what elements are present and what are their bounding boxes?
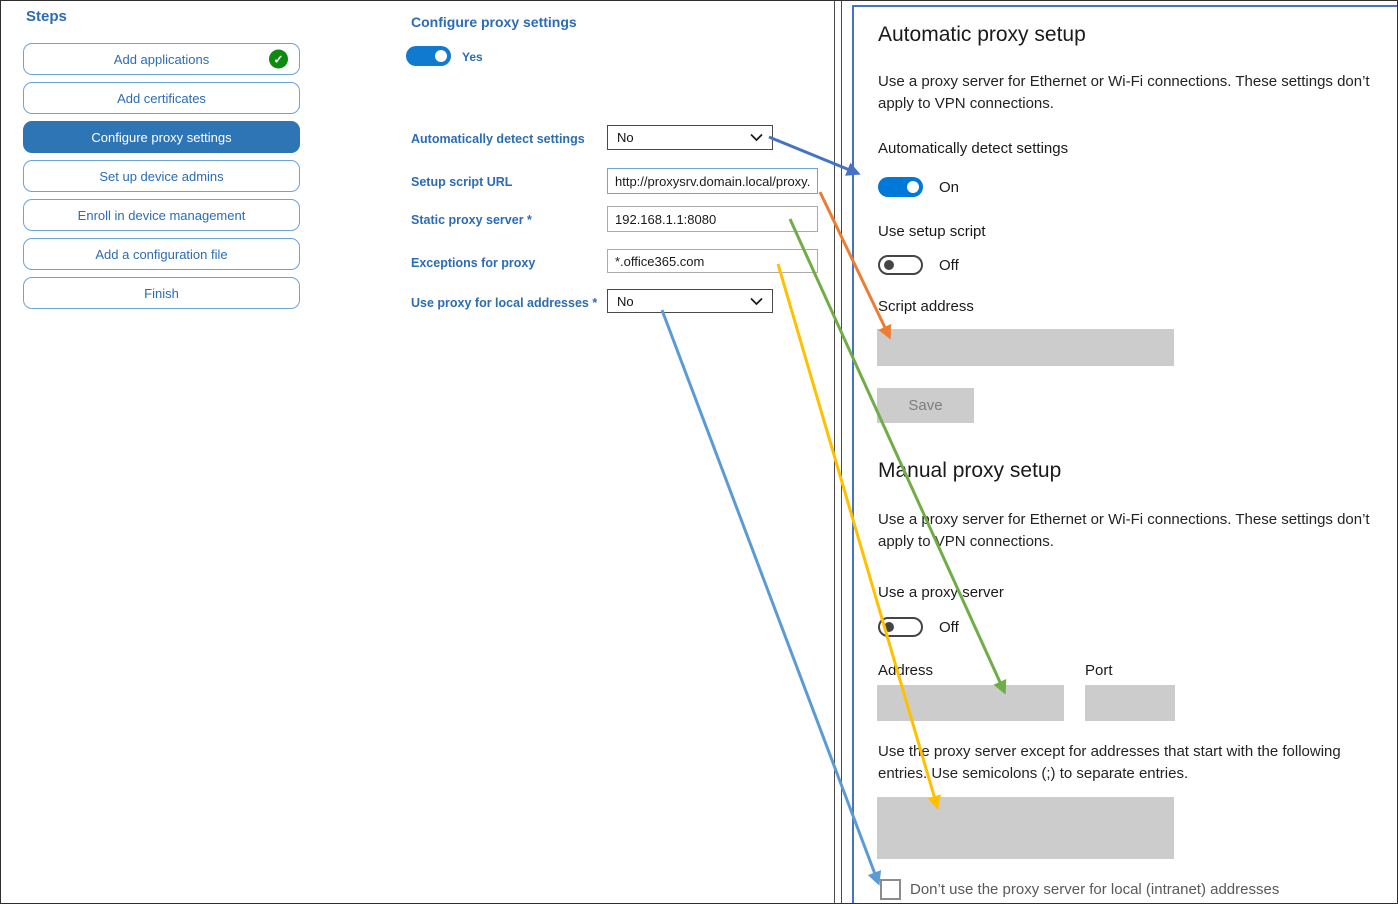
step-label: Enroll in device management bbox=[77, 207, 246, 223]
local-intranet-checkbox-label: Don’t use the proxy server for local (in… bbox=[910, 881, 1280, 898]
proxy-exceptions-input[interactable] bbox=[607, 249, 818, 273]
auto-detect-toggle-state: On bbox=[939, 179, 960, 196]
port-label: Port bbox=[1085, 662, 1113, 679]
address-label: Address bbox=[878, 662, 934, 679]
auto-detect-settings-toggle[interactable] bbox=[878, 177, 923, 197]
selected-value: No bbox=[617, 130, 634, 145]
completed-check-icon: ✓ bbox=[269, 49, 288, 69]
use-proxy-server-toggle-state: Off bbox=[939, 619, 959, 636]
chevron-down-icon bbox=[750, 133, 763, 142]
field-label-local-addresses: Use proxy for local addresses * bbox=[411, 296, 598, 310]
step-add-a-configuration-file[interactable]: Add a configuration file bbox=[23, 238, 300, 270]
pane-divider-line bbox=[841, 1, 842, 903]
step-add-applications[interactable]: Add applications ✓ bbox=[23, 43, 300, 75]
pane-divider-line bbox=[834, 1, 835, 903]
configure-proxy-toggle-state: Yes bbox=[462, 50, 483, 64]
manual-proxy-title: Manual proxy setup bbox=[878, 459, 1062, 482]
step-label: Add applications bbox=[113, 51, 210, 67]
step-label: Configure proxy settings bbox=[91, 129, 232, 145]
step-configure-proxy-settings[interactable]: Configure proxy settings bbox=[23, 121, 300, 153]
step-label: Set up device admins bbox=[99, 168, 224, 184]
script-address-input-disabled bbox=[877, 329, 1174, 366]
field-label-auto-detect: Automatically detect settings bbox=[411, 132, 585, 146]
form-title: Configure proxy settings bbox=[411, 14, 577, 30]
use-setup-script-toggle-state: Off bbox=[939, 257, 959, 274]
auto-detect-settings-label: Automatically detect settings bbox=[878, 140, 1069, 157]
use-setup-script-label: Use setup script bbox=[878, 223, 986, 240]
use-proxy-server-label: Use a proxy server bbox=[878, 584, 1004, 601]
field-label-exceptions: Exceptions for proxy bbox=[411, 256, 536, 270]
use-proxy-server-toggle[interactable] bbox=[878, 617, 923, 637]
step-label: Add a configuration file bbox=[95, 246, 228, 262]
address-input-disabled bbox=[877, 685, 1064, 721]
step-label: Add certificates bbox=[117, 90, 206, 106]
step-enroll-in-device-management[interactable]: Enroll in device management bbox=[23, 199, 300, 231]
step-add-certificates[interactable]: Add certificates bbox=[23, 82, 300, 114]
local-addresses-select[interactable]: No bbox=[607, 289, 773, 313]
step-finish[interactable]: Finish bbox=[23, 277, 300, 309]
script-address-label: Script address bbox=[878, 298, 974, 315]
field-label-setup-script-url: Setup script URL bbox=[411, 175, 513, 189]
exceptions-description: Use the proxy server except for addresse… bbox=[878, 743, 1341, 782]
automatic-proxy-title: Automatic proxy setup bbox=[878, 23, 1086, 46]
configure-proxy-toggle[interactable] bbox=[406, 46, 451, 66]
static-proxy-server-input[interactable] bbox=[607, 206, 818, 232]
step-set-up-device-admins[interactable]: Set up device admins bbox=[23, 160, 300, 192]
field-label-static-proxy-server: Static proxy server * bbox=[411, 213, 532, 227]
arrow-local-addresses-mapping bbox=[660, 309, 882, 886]
steps-title: Steps bbox=[26, 8, 67, 25]
auto-detect-select[interactable]: No bbox=[607, 125, 773, 150]
chevron-down-icon bbox=[750, 297, 763, 305]
exceptions-textarea-disabled bbox=[877, 797, 1174, 859]
setup-script-url-input[interactable] bbox=[607, 168, 818, 194]
automatic-proxy-description: Use a proxy server for Ethernet or Wi-Fi… bbox=[878, 73, 1370, 112]
local-intranet-checkbox[interactable] bbox=[880, 879, 901, 900]
selected-value: No bbox=[617, 293, 634, 309]
port-input-disabled bbox=[1085, 685, 1175, 721]
manual-proxy-description: Use a proxy server for Ethernet or Wi-Fi… bbox=[878, 511, 1370, 550]
save-button: Save bbox=[877, 388, 974, 423]
step-label: Finish bbox=[144, 285, 179, 301]
use-setup-script-toggle[interactable] bbox=[878, 255, 923, 275]
